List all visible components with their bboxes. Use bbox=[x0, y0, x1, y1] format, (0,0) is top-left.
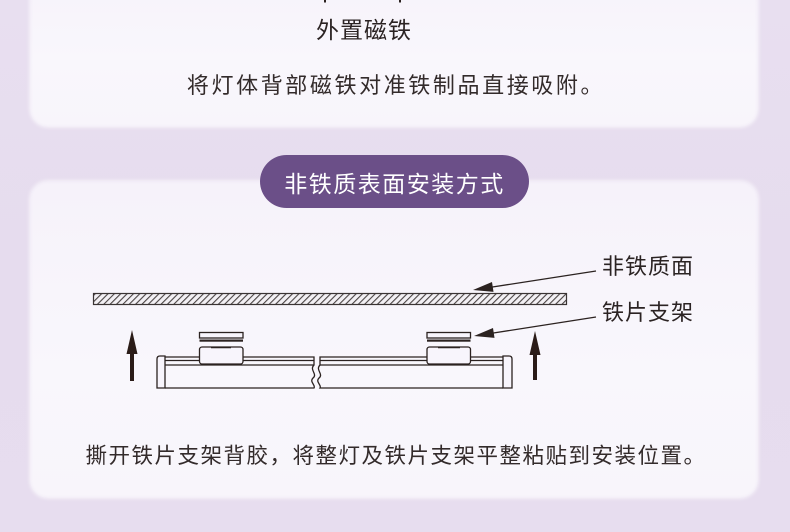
section-badge: 非铁质表面安装方式 bbox=[260, 155, 529, 208]
external-magnet-description: 将灯体背部磁铁对准铁制品直接吸附。 bbox=[186, 74, 606, 99]
top-card bbox=[30, 0, 758, 127]
non-iron-install-card bbox=[30, 181, 758, 498]
non-iron-install-description: 撕开铁片支架背胶，将整灯及铁片支架平整粘贴到安装位置。 bbox=[85, 444, 707, 469]
iron-bracket-label: 铁片支架 bbox=[602, 301, 695, 326]
section-badge-label: 非铁质表面安装方式 bbox=[284, 171, 505, 198]
non-iron-surface-label: 非铁质面 bbox=[602, 255, 695, 280]
external-magnet-title: 外置磁铁 bbox=[316, 18, 412, 44]
